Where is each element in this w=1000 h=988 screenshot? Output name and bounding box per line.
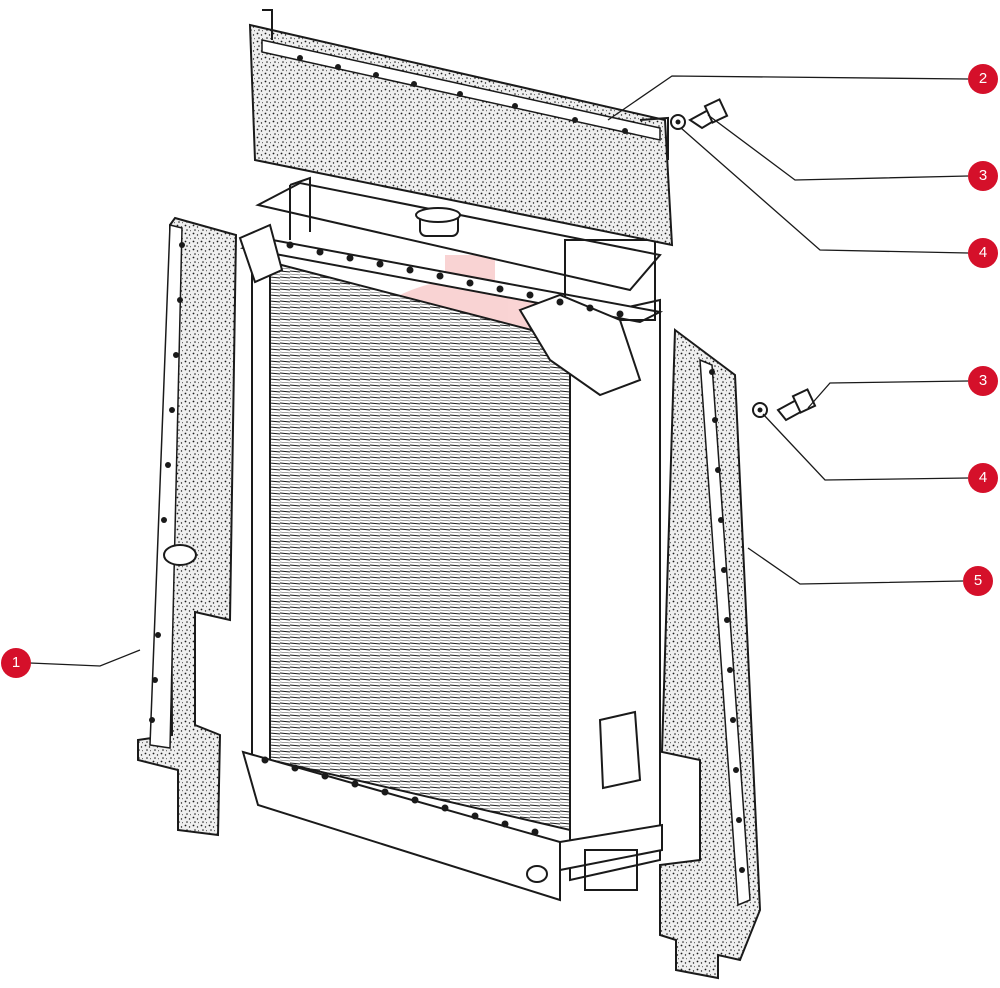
callout-3-lower[interactable]: 3 — [968, 366, 998, 396]
bolt-icon-lower — [776, 388, 817, 422]
callout-5[interactable]: 5 — [963, 566, 993, 596]
drain-plug — [526, 865, 548, 883]
bolt-icon-upper — [688, 98, 729, 130]
radiator-core — [238, 176, 664, 902]
callout-2[interactable]: 2 — [968, 64, 998, 94]
callout-4-lower[interactable]: 4 — [968, 463, 998, 493]
callout-1[interactable]: 1 — [1, 648, 31, 678]
left-side-seal — [137, 216, 238, 837]
right-side-seal — [659, 328, 762, 980]
callout-3-upper[interactable]: 3 — [968, 161, 998, 191]
top-seal — [248, 9, 674, 247]
callout-4-upper[interactable]: 4 — [968, 238, 998, 268]
leader-lines — [29, 75, 969, 667]
mounting-bracket — [518, 293, 642, 397]
lower-mount-plate — [598, 710, 642, 790]
